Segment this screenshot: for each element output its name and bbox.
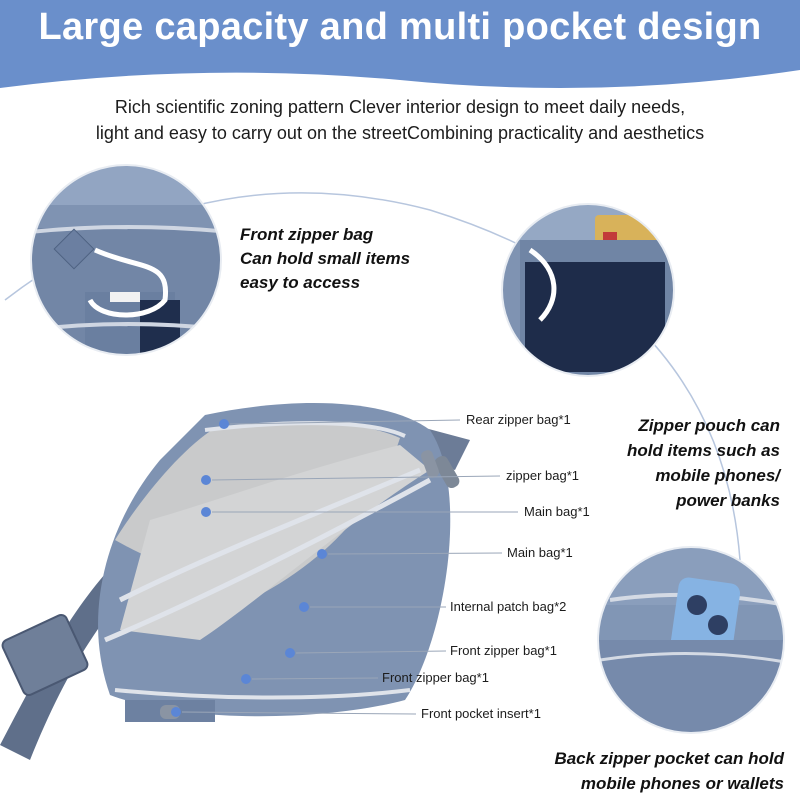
subtitle-line: Rich scientific zoning pattern Clever in… bbox=[114, 97, 686, 117]
shoulder-strap bbox=[0, 510, 200, 760]
label-front-zipper-bag: Front zipper bag*1 bbox=[450, 643, 557, 658]
caption-line: mobile phones/ bbox=[655, 466, 780, 485]
page-title: Large capacity and multi pocket design bbox=[38, 6, 762, 48]
label-front-zipper-bag: Front zipper bag*1 bbox=[382, 670, 489, 685]
subtitle-line: light and easy to carry out on the stree… bbox=[95, 123, 705, 143]
header-wave-band bbox=[0, 0, 800, 88]
caption-line: mobile phones or wallets bbox=[580, 774, 784, 793]
label-rear-zipper-bag: Rear zipper bag*1 bbox=[466, 412, 571, 427]
caption-line: easy to access bbox=[240, 273, 361, 292]
back-pocket-caption: Back zipper pocket can hold mobile phone… bbox=[554, 746, 784, 796]
zipper-pouch-detail-image bbox=[501, 203, 675, 377]
caption-line: Zipper pouch can bbox=[638, 416, 780, 435]
label-internal-patch-bag: Internal patch bag*2 bbox=[450, 599, 567, 614]
label-main-bag: Main bag*1 bbox=[524, 504, 590, 519]
caption-line: Front zipper bag bbox=[240, 225, 374, 244]
caption-line: Back zipper pocket can hold bbox=[554, 749, 784, 768]
front-zipper-detail-image bbox=[30, 164, 222, 356]
zipper-pouch-caption: Zipper pouch can hold items such as mobi… bbox=[627, 413, 780, 513]
caption-line: power banks bbox=[676, 491, 780, 510]
caption-line: Can hold small items bbox=[240, 249, 411, 268]
label-zipper-bag: zipper bag*1 bbox=[506, 468, 579, 483]
label-main-bag: Main bag*1 bbox=[507, 545, 573, 560]
back-pocket-detail-image bbox=[597, 546, 785, 734]
caption-line: hold items such as bbox=[626, 441, 780, 460]
open-bag-image bbox=[0, 403, 518, 760]
label-front-pocket-insert: Front pocket insert*1 bbox=[421, 706, 541, 721]
front-zipper-caption: Front zipper bag Can hold small items ea… bbox=[240, 223, 410, 295]
